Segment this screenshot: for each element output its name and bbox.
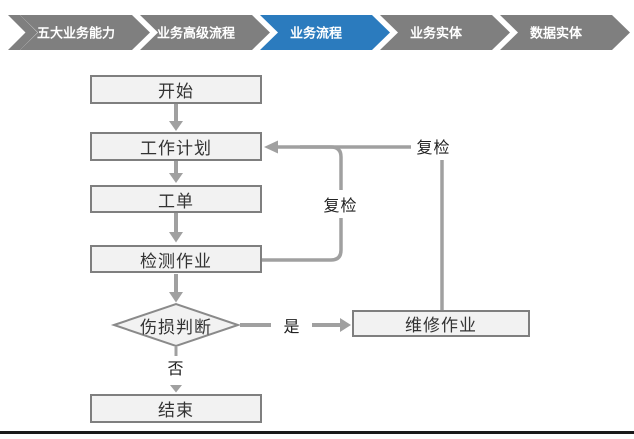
node-label: 检测作业 [140,251,212,271]
chevron-shape[interactable] [500,15,630,50]
edge-recheck-outer [300,145,444,310]
chevron-shape[interactable] [140,15,270,50]
chevron-shape[interactable] [380,15,510,50]
bottom-rule [0,431,634,434]
node-label: 维修作业 [405,316,477,335]
node-label: 结束 [158,401,194,420]
edge-label-no: 否 [167,361,185,378]
breadcrumb-item-label: 业务流程 [290,26,342,41]
node-label: 伤损判断 [140,317,212,337]
arrow-inspection-to-decision [169,274,183,303]
edge-label-recheck-inner: 复检 [318,190,363,218]
edge-label-yes: 是 [283,319,301,336]
breadcrumb-item-label: 五大业务能力 [37,26,115,41]
breadcrumb-item-business-highlevel-process[interactable]: 业务高级流程 [140,15,270,50]
breadcrumb-item-business-entity[interactable]: 业务实体 [380,15,510,50]
breadcrumb-item-label: 数据实体 [530,26,583,41]
arrow-workplan-to-workorder [169,161,183,183]
breadcrumb: 五大业务能力 业务高级流程 业务流程 业务实体 数据实体 [8,15,630,50]
node-label: 工作计划 [140,139,212,158]
chevron-shape[interactable] [20,15,150,50]
node-label: 工单 [158,191,194,211]
arrow-workorder-to-inspection [169,213,183,243]
breadcrumb-item-label: 业务实体 [410,26,463,41]
arrow-start-to-workplan [169,104,183,131]
arrow-decision-no-to-end [170,347,182,393]
breadcrumb-item-five-business-capabilities[interactable]: 五大业务能力 [20,15,150,50]
node-damage-decision: 伤损判断 [114,304,238,346]
node-inspection: 检测作业 [90,245,262,273]
chevron-shape-active[interactable] [260,15,390,50]
node-repair: 维修作业 [352,310,530,337]
arrow-decision-yes-to-repair [240,318,351,332]
decision-diamond-shape [110,302,242,348]
breadcrumb-item-business-process-active[interactable]: 业务流程 [260,15,390,50]
node-end: 结束 [90,394,262,423]
node-label: 开始 [158,82,194,101]
breadcrumb-item-data-entity[interactable]: 数据实体 [500,15,630,50]
breadcrumb-item-label: 业务高级流程 [157,26,235,41]
node-work-order: 工单 [90,185,262,213]
node-work-plan: 工作计划 [90,132,262,161]
edge-label-recheck-outer: 复检 [411,132,456,160]
chevron-lead-icon [8,15,38,50]
node-start: 开始 [90,75,262,104]
